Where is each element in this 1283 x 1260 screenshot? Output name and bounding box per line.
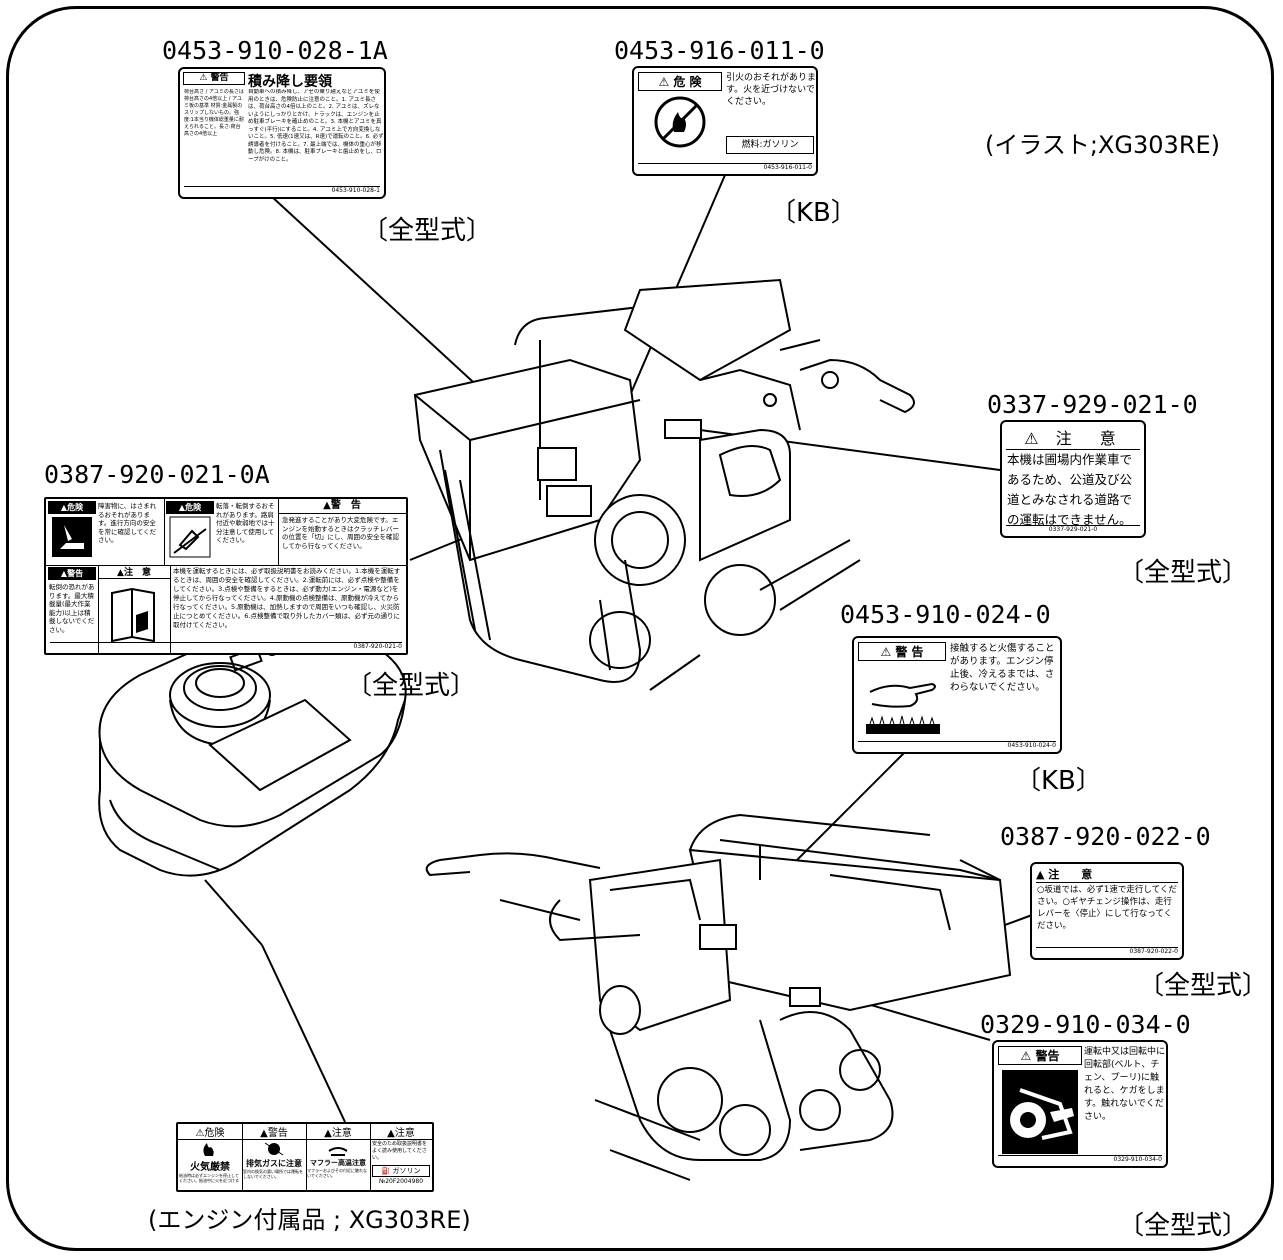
muffler-panel: ▲注意 マフラー高温注意 マフラーおよびその付近に触れないでください。 bbox=[306, 1124, 371, 1190]
rotating-belt-hazard-icon bbox=[1002, 1070, 1078, 1154]
label-header: ⚠ 警 告 bbox=[858, 642, 946, 661]
part-number-a: 0453-910-028-1A bbox=[162, 36, 388, 65]
panel-title: 安全のため取扱説明書をよく読み使用してください。 bbox=[372, 1141, 428, 1161]
label-body: 本機は圃場内作業車であるため、公道及び公道とみなされる道路での運転はできません。 bbox=[1007, 452, 1133, 527]
label-body: 引火のおそれがあります。火を近づけないでください。 bbox=[726, 73, 817, 107]
panel-body: 転落・転倒するおそれがあります。路肩付近や軟弱地では十分注意して使用してください… bbox=[216, 502, 275, 544]
danger-panel-overturn: ▲危険 転落・転倒するおそれがあります。路肩付近や軟弱地では十分注意して使用して… bbox=[164, 499, 279, 566]
applicability-tag-a: 〔全型式〕 bbox=[362, 216, 493, 246]
danger-panel-pinch: ▲危険 障害物に、はさまれるおそれがあります。進行方向の安全を常に確認してくださ… bbox=[46, 499, 165, 566]
panel-body: 給油時は必ずエンジンを停止してください。給油中に火を近づけると火災の危険がありま… bbox=[179, 1173, 239, 1183]
carrier-machine-front-view bbox=[425, 813, 1012, 1181]
panel-title: マフラー高温注意 bbox=[310, 1159, 366, 1167]
panel-header: ▲注 意 bbox=[98, 565, 170, 579]
applicability-tag-d: 〔全型式〕 bbox=[346, 671, 477, 701]
panel-header: ⚠危険 bbox=[178, 1124, 242, 1140]
danger-label-fire: ⚠ 危 険 引火のおそれがあります。火を近づけないでください。 燃料:ガソリン … bbox=[632, 66, 818, 176]
warning-label-rotating-parts: ⚠ 警告 運転中又は回転中に回転部(ベルト、チェン、プーリ)に触れると、ケガをし… bbox=[992, 1040, 1168, 1168]
fuel-box: 燃料:ガソリン bbox=[726, 136, 814, 154]
exhaust-panel: ▲警告 排気ガスに注意 室内の換気の悪い場所では運転をしないでください。 bbox=[242, 1124, 307, 1190]
applicability-tag-b: 〔KB〕 bbox=[770, 198, 857, 228]
label-code: 0337-929-021-0 bbox=[1006, 525, 1140, 534]
applicability-tag-g: 〔全型式〕 bbox=[1118, 1211, 1249, 1241]
applicability-tag-c: 〔全型式〕 bbox=[1118, 558, 1249, 588]
label-header: ⚠ 危 険 bbox=[638, 72, 722, 91]
label-body: 接触すると火傷することがあります。エンジン停止後、冷えるまでは、さわらないでくだ… bbox=[950, 643, 1055, 693]
burn-hand-icon bbox=[866, 682, 940, 734]
label-code: 0453-910-024-0 bbox=[858, 741, 1056, 750]
label-code: №20F2004980 bbox=[378, 1178, 424, 1185]
panel-title: 火気厳禁 bbox=[190, 1162, 230, 1173]
label-body: 運転中又は回転中に回転部(ベルト、チェン、プーリ)に触れると、ケガをします。触れ… bbox=[1084, 1047, 1166, 1122]
fuel-box: ⛽ ガソリン bbox=[372, 1165, 430, 1177]
label-header: ⚠ 警告 bbox=[183, 72, 245, 85]
panel-header: ▲危険 bbox=[48, 501, 96, 514]
overturn-hazard-icon bbox=[169, 516, 211, 558]
applicability-tag-f: 〔全型式〕 bbox=[1138, 971, 1269, 1001]
label-title: 積み降し要領 bbox=[248, 74, 332, 90]
panel-header: ▲注意 bbox=[306, 1124, 370, 1140]
carrier-machine-rear-view bbox=[413, 278, 915, 691]
warning-label-hot-surface: ⚠ 警 告 接触すると火傷することがあります。エンジン停止後、冷えるまでは、さわ… bbox=[852, 636, 1062, 754]
label-header: ⚠ 警告 bbox=[998, 1046, 1082, 1065]
drawing-frame bbox=[6, 6, 1274, 1251]
part-number-b: 0453-916-011-0 bbox=[614, 36, 825, 65]
label-diagram-caption: 荷台高さ / アユミの長さは荷台高さの4倍以上 / アユミ板の基準 材質:金属製… bbox=[184, 89, 244, 137]
panel-header: ▲警告 bbox=[48, 567, 96, 580]
caution-label-slope: ▲ 注 意 ○坂道では、必ず1速で走行してください。○ギヤチェンジ操作は、走行レ… bbox=[1030, 862, 1184, 960]
caution-label-public-road: ⚠ 注 意 本機は圃場内作業車であるため、公道及び公道とみなされる道路での運転は… bbox=[1000, 420, 1146, 538]
label-code: 0387-920-022-0 bbox=[1036, 947, 1178, 956]
label-body: ○坂道では、必ず1速で走行してください。○ギヤチェンジ操作は、走行レバーを〈停止… bbox=[1037, 885, 1177, 931]
panel-header: ▲警 告 bbox=[278, 499, 406, 514]
caution-panel-manual: ▲注 意 bbox=[98, 565, 171, 653]
hot-muffler-icon bbox=[328, 1147, 348, 1156]
label-header: ⚠ 注 意 bbox=[1006, 425, 1140, 450]
panel-header: ▲危険 bbox=[166, 501, 214, 514]
leader-line-h bbox=[261, 944, 346, 1123]
pinch-hazard-icon bbox=[52, 517, 92, 557]
fuel-tank-illustration bbox=[98, 617, 407, 946]
fire-panel: ⚠危険 火気厳禁 給油時は必ずエンジンを停止してください。給油中に火を近づけると… bbox=[178, 1124, 243, 1190]
part-number-e: 0453-910-024-0 bbox=[840, 600, 1051, 629]
combined-safety-label: ▲危険 障害物に、はさまれるおそれがあります。進行方向の安全を常に確認してくださ… bbox=[44, 497, 408, 655]
exhaust-gas-icon bbox=[264, 1142, 284, 1156]
no-fire-icon bbox=[654, 96, 706, 148]
part-number-f: 0387-920-022-0 bbox=[1000, 822, 1211, 851]
illustration-note: (イラスト;XG303RE) bbox=[985, 131, 1221, 159]
warning-panel-sudden-start: ▲警 告 急発進することがあり大変危険です。エンジンを始動するときはクラッチレバ… bbox=[278, 499, 406, 566]
panel-body: 障害物に、はさまれるおそれがあります。進行方向の安全を常に確認してください。 bbox=[98, 502, 157, 544]
panel-body: マフラーおよびその付近に触れないでください。 bbox=[307, 1168, 367, 1178]
part-number-d: 0387-920-021-0A bbox=[44, 460, 270, 489]
panel-title: 排気ガスに注意 bbox=[246, 1159, 302, 1168]
label-body: 自動車への積み降し、アゼの乗り越えなどアユミを使用のときは、危険防止に注意のこと… bbox=[248, 89, 384, 163]
warning-label-loading: ⚠ 警告 積み降し要領 荷台高さ / アユミの長さは荷台高さの4倍以上 / アユ… bbox=[178, 67, 386, 199]
part-number-g: 0329-910-034-0 bbox=[980, 1010, 1191, 1039]
applicability-tag-e: 〔KB〕 bbox=[1015, 766, 1102, 796]
panel-body: 室内の換気の悪い場所では運転をしないでください。 bbox=[243, 1169, 303, 1179]
warning-panel-overload: ▲警告 転倒の恐れがあります。最大積載量(最大作業能力)以上は積載しないでくださ… bbox=[46, 565, 99, 653]
engine-accessory-note: (エンジン付属品 ; XG303RE) bbox=[148, 1206, 471, 1234]
label-header: ▲ 注 意 bbox=[1036, 866, 1178, 883]
caution-instructions: 本機を運転するときには、必ず取扱説明書をお読みください。1.本機を運転するときは… bbox=[173, 567, 401, 629]
manual-panel: ▲注意 安全のため取扱説明書をよく読み使用してください。 ⛽ ガソリン №20F… bbox=[370, 1124, 432, 1190]
label-code: 0329-910-034-0 bbox=[998, 1155, 1162, 1164]
read-manual-icon bbox=[111, 587, 155, 643]
label-code: 0453-916-011-0 bbox=[638, 163, 812, 172]
panel-body: 急発進することがあり大変危険です。エンジンを始動するときはクラッチレバーの位置を… bbox=[282, 516, 399, 550]
panel-body: 転倒の恐れがあります。最大積載量(最大作業能力)以上は積載しないでください。 bbox=[49, 583, 95, 634]
engine-accessory-label-set: ⚠危険 火気厳禁 給油時は必ずエンジンを停止してください。給油中に火を近づけると… bbox=[176, 1122, 434, 1192]
label-code: 0453-910-028-1 bbox=[184, 186, 380, 195]
fire-icon bbox=[203, 1143, 214, 1156]
part-number-c: 0337-929-021-0 bbox=[987, 390, 1198, 419]
panel-header: ▲警告 bbox=[242, 1124, 306, 1140]
label-code: 0387-920-021-0 bbox=[50, 642, 402, 651]
panel-header: ▲注意 bbox=[370, 1124, 432, 1140]
